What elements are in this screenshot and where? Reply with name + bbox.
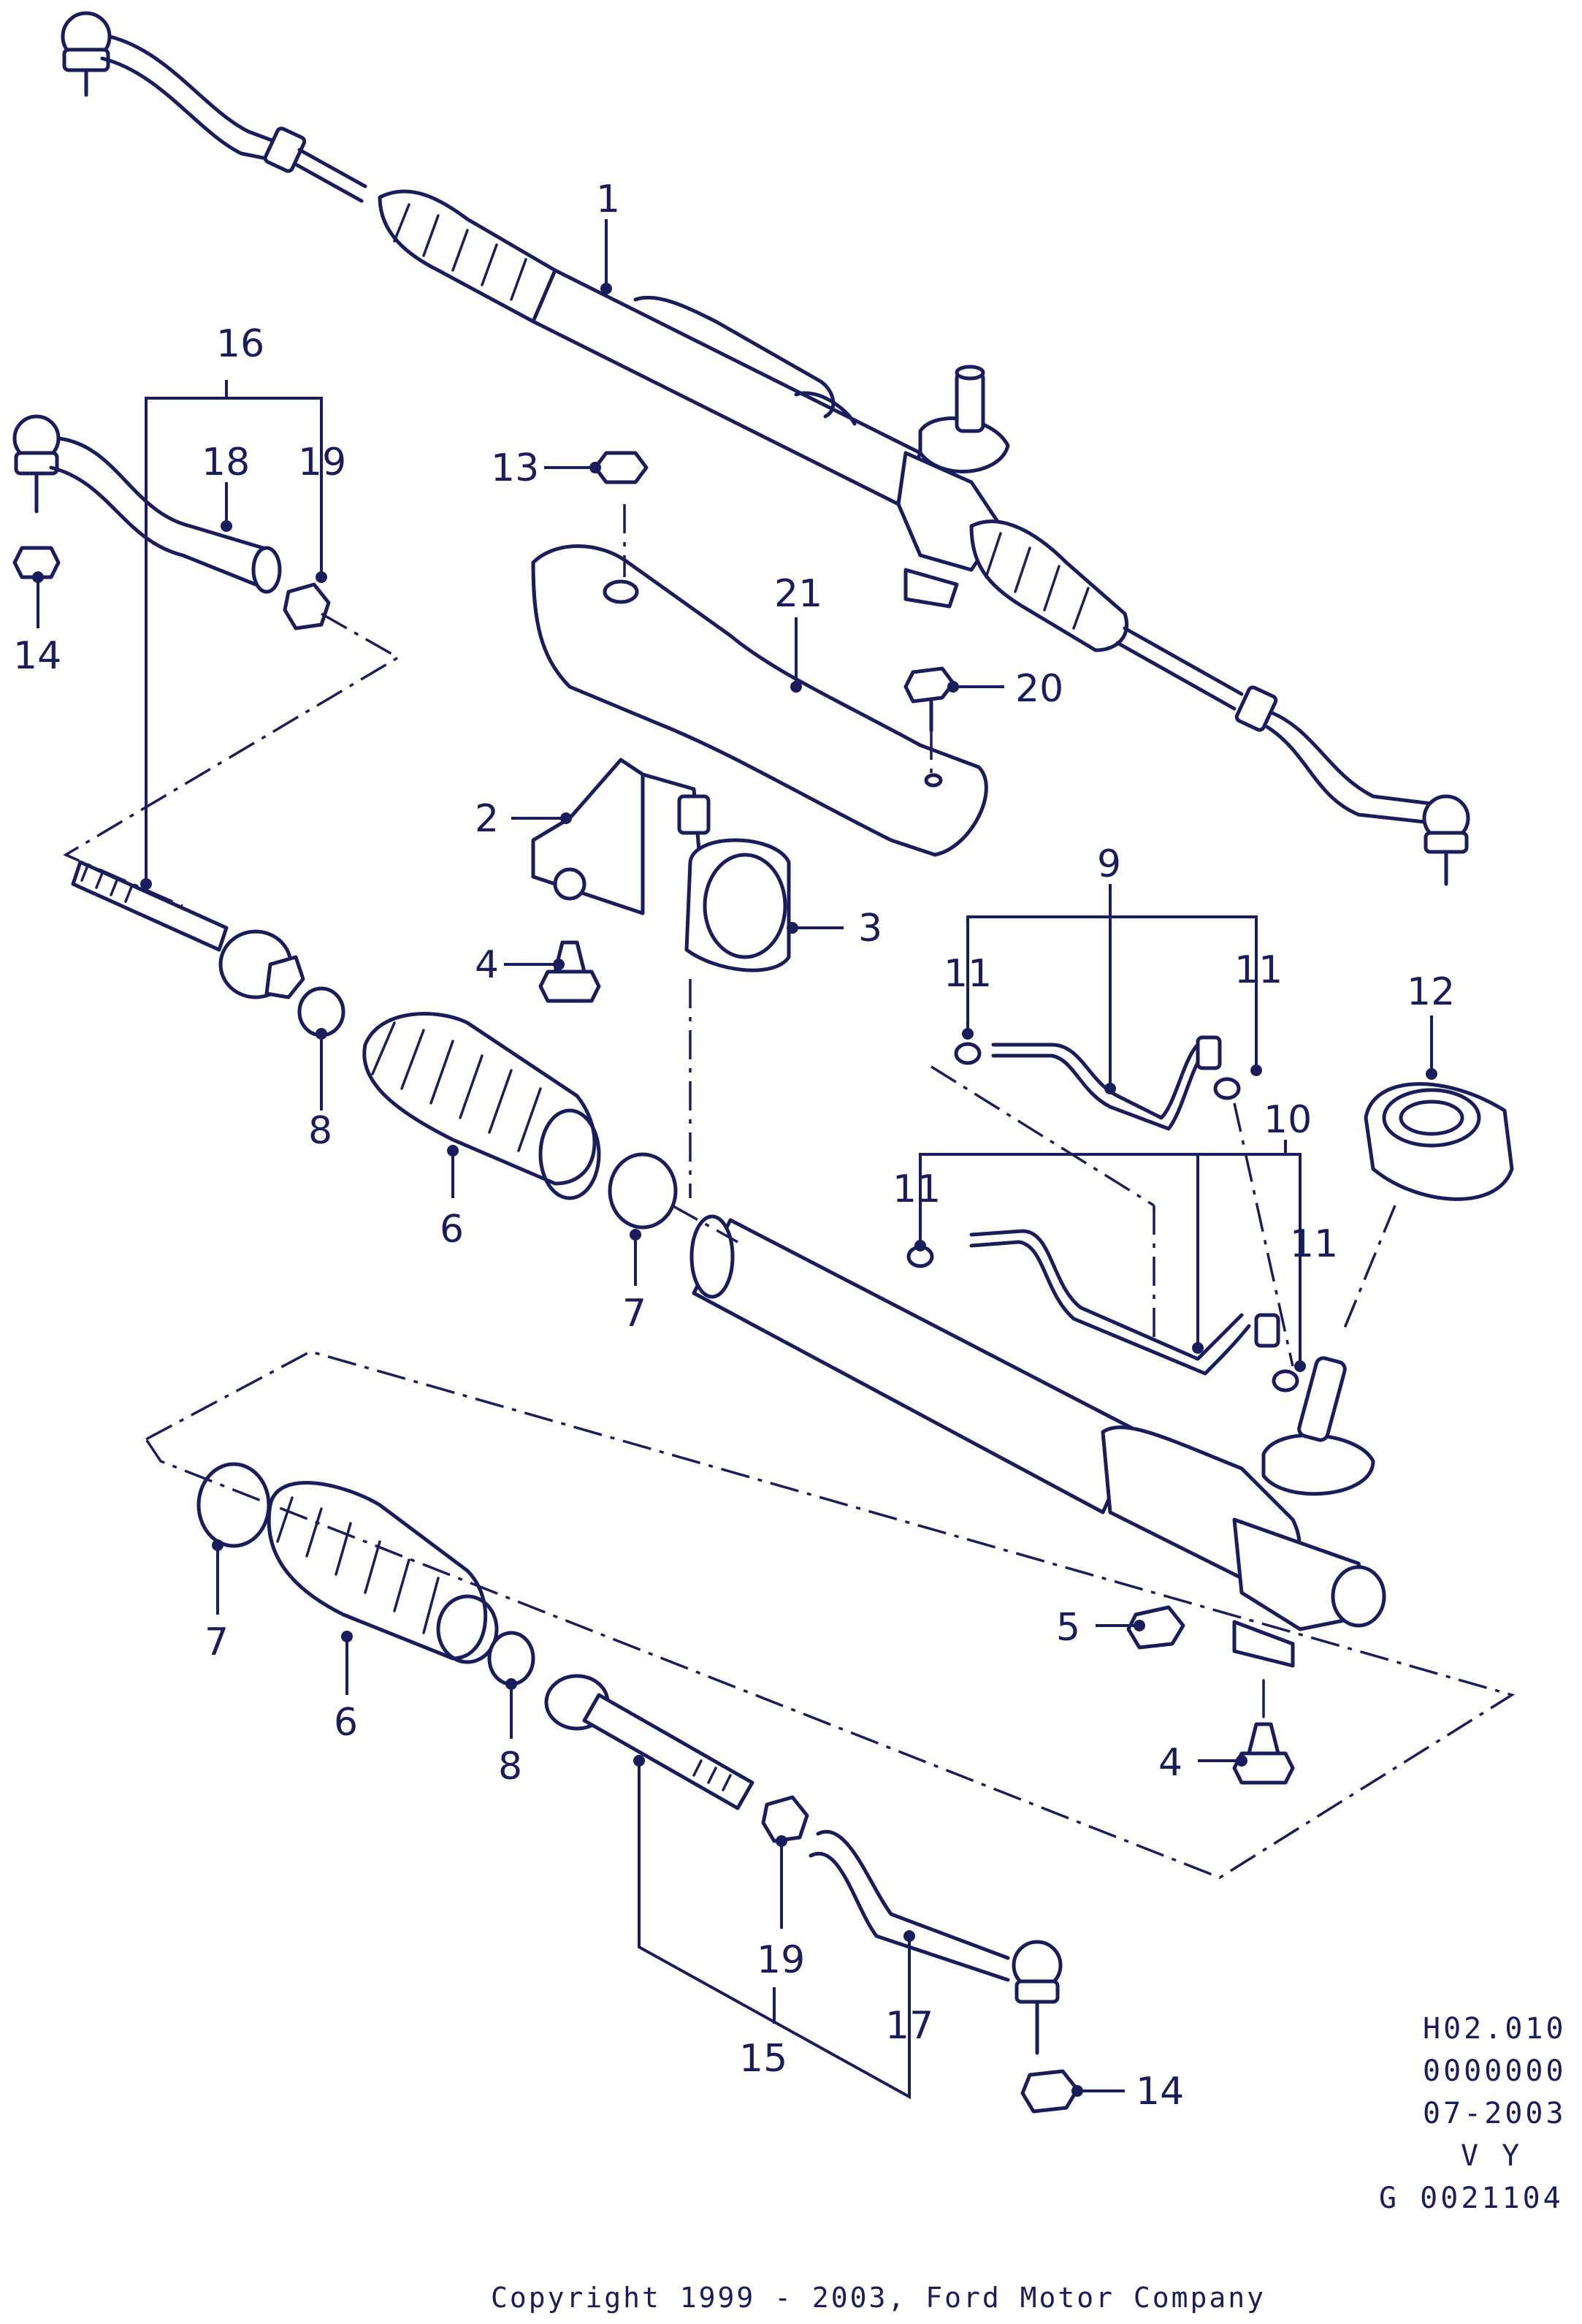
callout-19-lower: 19 xyxy=(757,1938,805,1982)
pipes-group xyxy=(906,1035,1299,1393)
gear-housing xyxy=(689,1214,1386,1785)
heat-shield-group xyxy=(531,451,988,857)
callout-8-lower: 8 xyxy=(498,1745,522,1788)
callout-14-top: 14 xyxy=(13,634,61,678)
callout-1: 1 xyxy=(596,178,620,221)
callout-11-d: 11 xyxy=(1290,1222,1338,1266)
callout-2: 2 xyxy=(475,797,499,841)
callout-15: 15 xyxy=(739,2037,787,2081)
callout-6-upper: 6 xyxy=(440,1208,464,1251)
callout-6-lower: 6 xyxy=(334,1701,358,1745)
callout-18: 18 xyxy=(202,441,250,484)
callout-12: 12 xyxy=(1407,970,1455,1014)
left-inner-rod-group xyxy=(71,860,678,1230)
callout-4-lower: 4 xyxy=(1158,1741,1182,1785)
callout-21: 21 xyxy=(774,572,822,616)
bracket-bush-group xyxy=(531,758,791,1198)
callout-14-lower: 14 xyxy=(1136,2070,1184,2114)
reference-variant: V Y xyxy=(1461,2139,1522,2173)
callout-8-upper: 8 xyxy=(308,1109,332,1153)
callout-5: 5 xyxy=(1056,1606,1080,1650)
callout-7-upper: 7 xyxy=(622,1292,646,1336)
callout-11-a: 11 xyxy=(944,952,992,996)
callout-labels: 1 16 18 19 13 21 20 14 2 3 4 8 6 7 9 11 … xyxy=(13,178,1455,2114)
callout-11-b: 11 xyxy=(1234,948,1283,992)
callout-10: 10 xyxy=(1264,1098,1312,1142)
steering-gear-assembly xyxy=(61,11,1470,886)
reference-block: H02.010 0000000 07-2003 V Y G 0021104 0 xyxy=(1379,2012,1582,2215)
leader-lines xyxy=(32,219,1437,2100)
callout-11-c: 11 xyxy=(893,1167,941,1211)
pinion-seal-group xyxy=(1342,1082,1514,1330)
reference-date: 07-2003 xyxy=(1423,2097,1567,2130)
callout-13: 13 xyxy=(491,446,539,490)
reference-graphic-id: G 0021104 0 xyxy=(1379,2182,1582,2215)
callout-19-top: 19 xyxy=(298,441,346,484)
reference-code: H02.010 xyxy=(1423,2012,1567,2046)
callout-16: 16 xyxy=(216,322,264,366)
copyright-notice: Copyright 1999 - 2003, Ford Motor Compan… xyxy=(491,2282,1266,2314)
assembly-outlines xyxy=(63,612,1516,1879)
callout-4-upper: 4 xyxy=(475,943,499,987)
callout-20: 20 xyxy=(1015,667,1063,711)
reference-number: 0000000 xyxy=(1423,2054,1567,2088)
callout-7-lower: 7 xyxy=(205,1620,229,1664)
callout-9: 9 xyxy=(1097,842,1121,886)
callout-17: 17 xyxy=(885,2004,933,2048)
left-tie-rod-end-group xyxy=(12,414,331,630)
callout-3: 3 xyxy=(858,907,882,950)
